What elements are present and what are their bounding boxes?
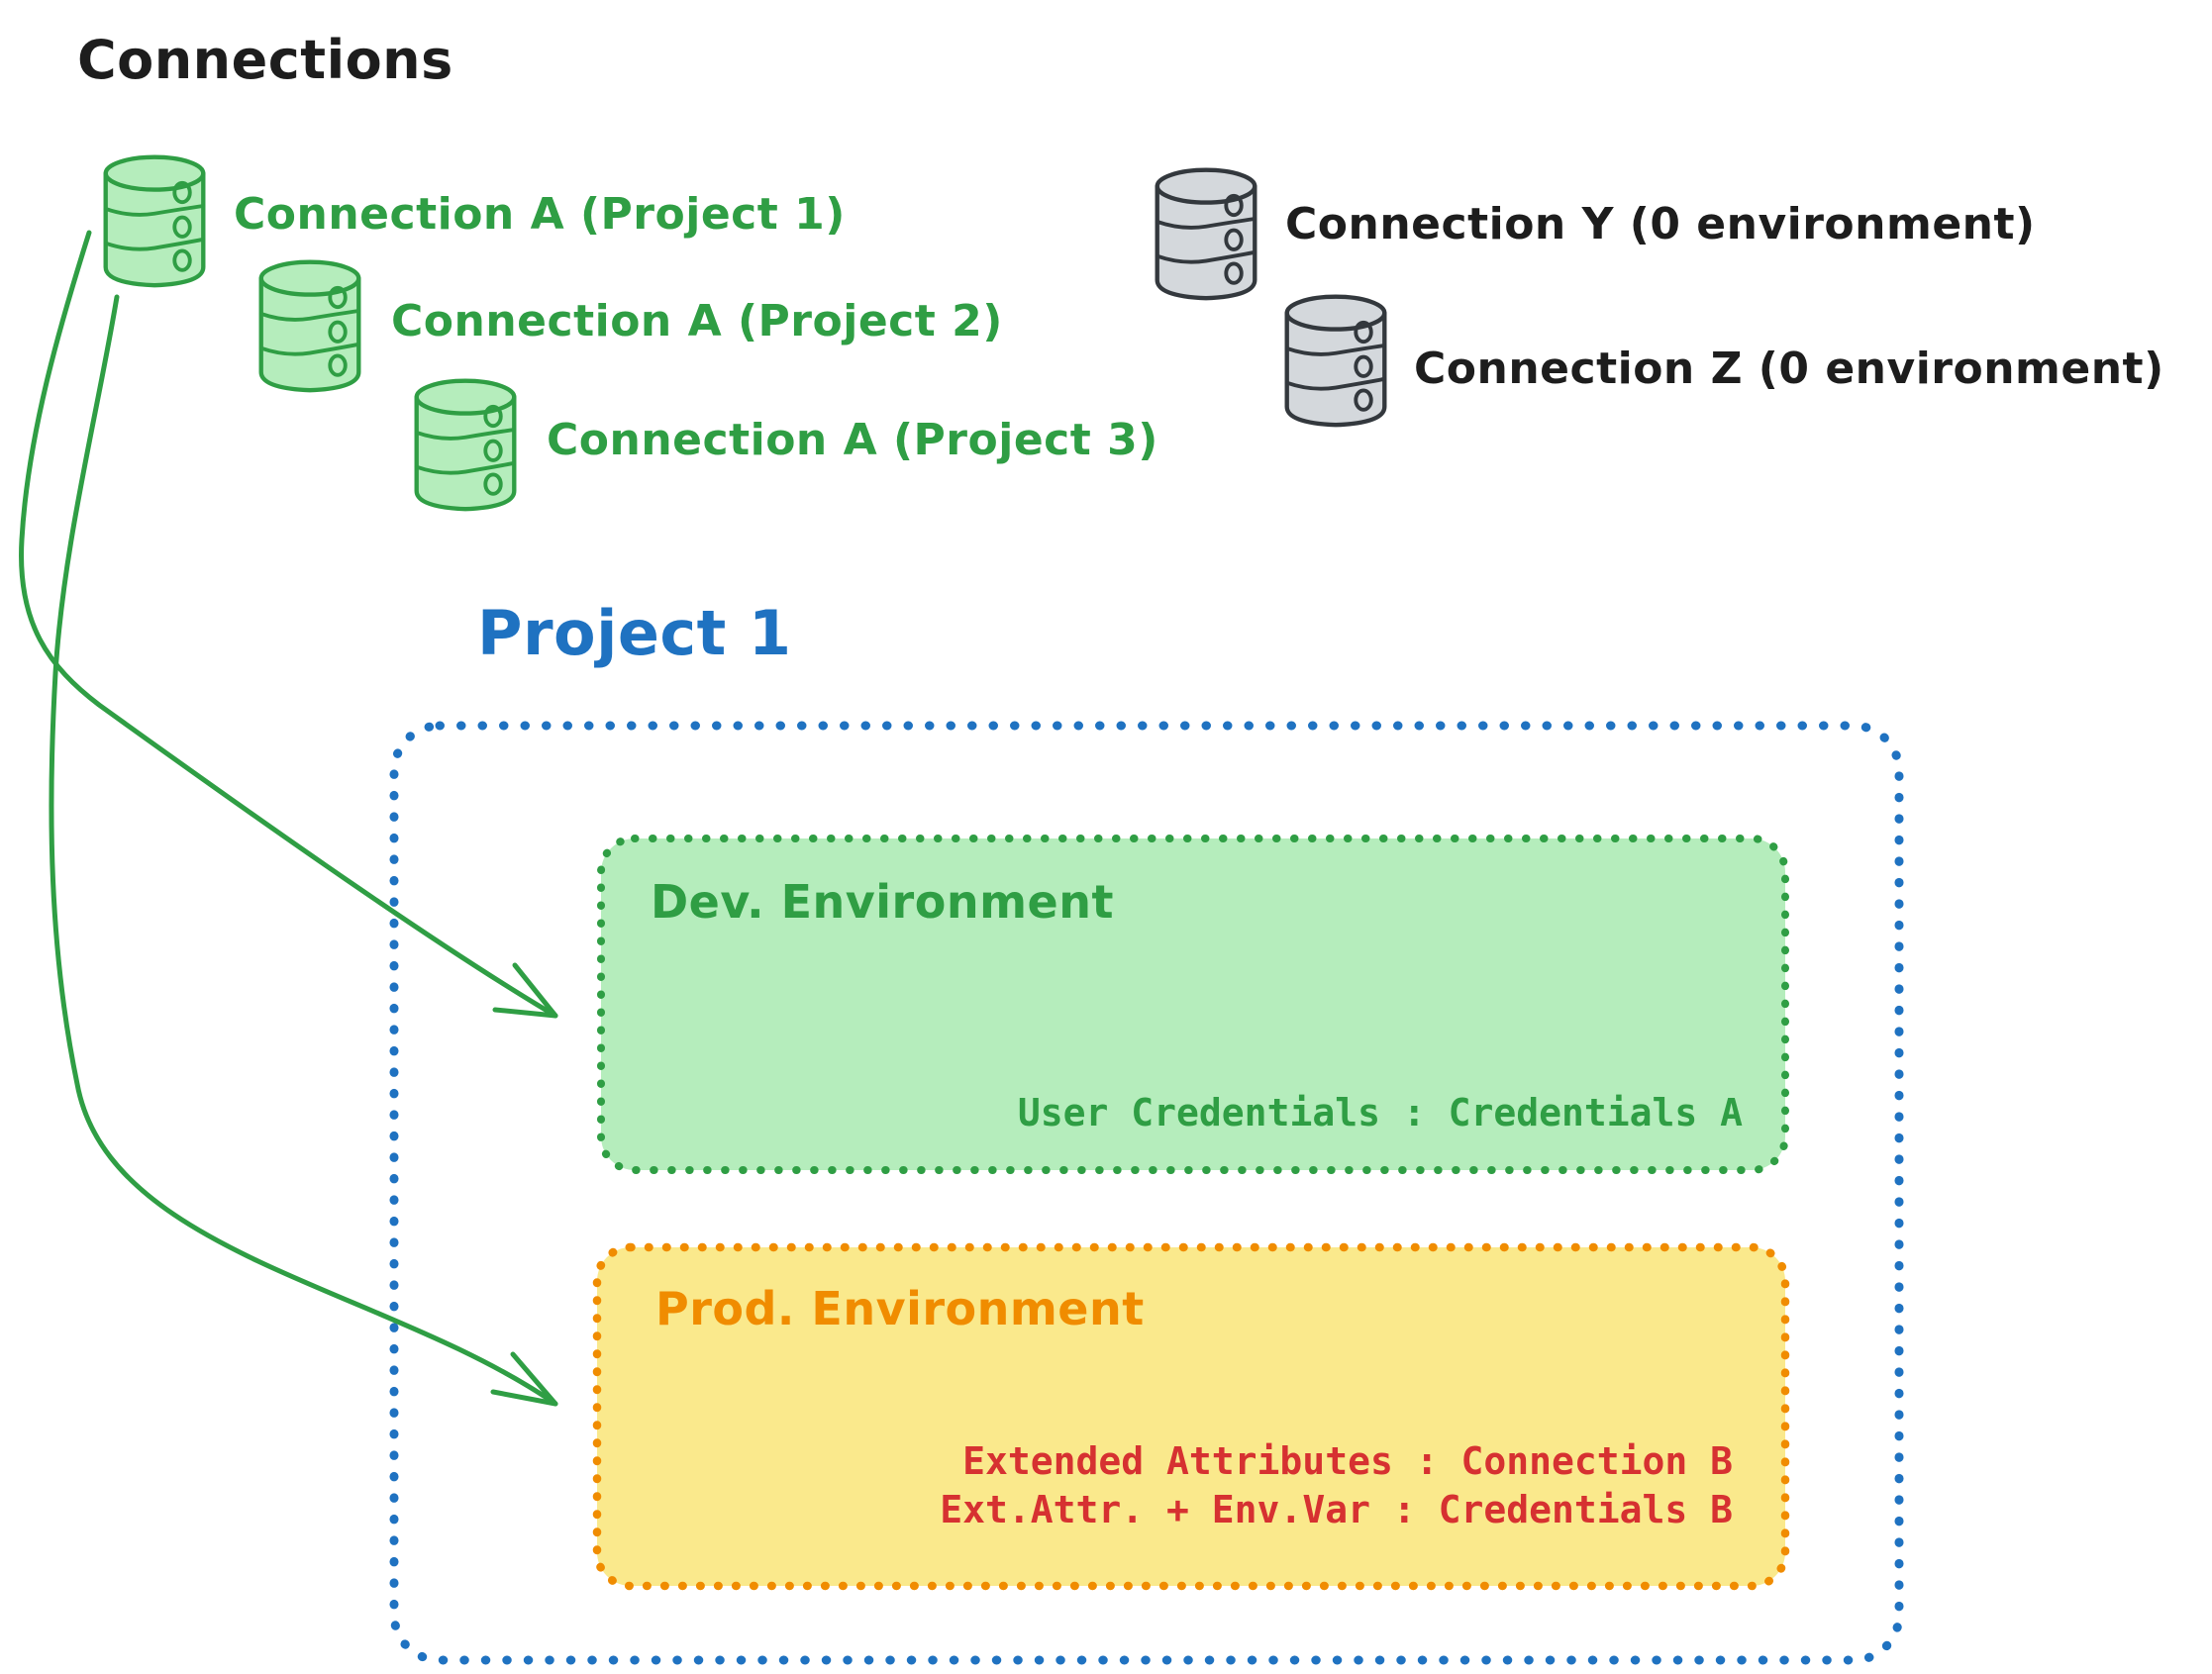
dev-credentials-mapping: User Credentials : Credentials A — [1017, 1091, 1743, 1134]
prod-mapping-line-2: Ext.Attr. + Env.Var : Credentials B — [940, 1488, 1733, 1532]
prod-environment-box — [592, 1242, 1790, 1591]
connection-label-z: Connection Z (0 environment) — [1414, 344, 2164, 394]
database-icon — [1287, 297, 1385, 426]
connection-label-a-project3: Connection A (Project 3) — [547, 415, 1158, 465]
connection-label-y: Connection Y (0 environment) — [1285, 199, 2036, 249]
prod-environment-title: Prod. Environment — [655, 1282, 1145, 1335]
prod-mapping-line-1: Extended Attributes : Connection B — [962, 1439, 1733, 1483]
project1-boundary-box — [389, 721, 1904, 1665]
arrow-connection-to-prod — [49, 294, 558, 1407]
dev-environment-box — [597, 835, 1789, 1174]
database-icon — [1157, 170, 1256, 299]
prod-credentials-mapping: Extended Attributes : Connection B Ext.A… — [644, 1437, 1733, 1535]
arrow-connection-to-dev — [19, 230, 558, 1019]
page-title: Connections — [77, 29, 453, 91]
database-icon — [261, 262, 359, 391]
database-icon — [106, 157, 204, 286]
project-title: Project 1 — [477, 597, 792, 669]
connection-label-a-project2: Connection A (Project 2) — [391, 296, 1003, 346]
connection-label-a-project1: Connection A (Project 1) — [234, 189, 846, 240]
dev-environment-title: Dev. Environment — [651, 875, 1114, 929]
database-icon — [417, 381, 515, 510]
